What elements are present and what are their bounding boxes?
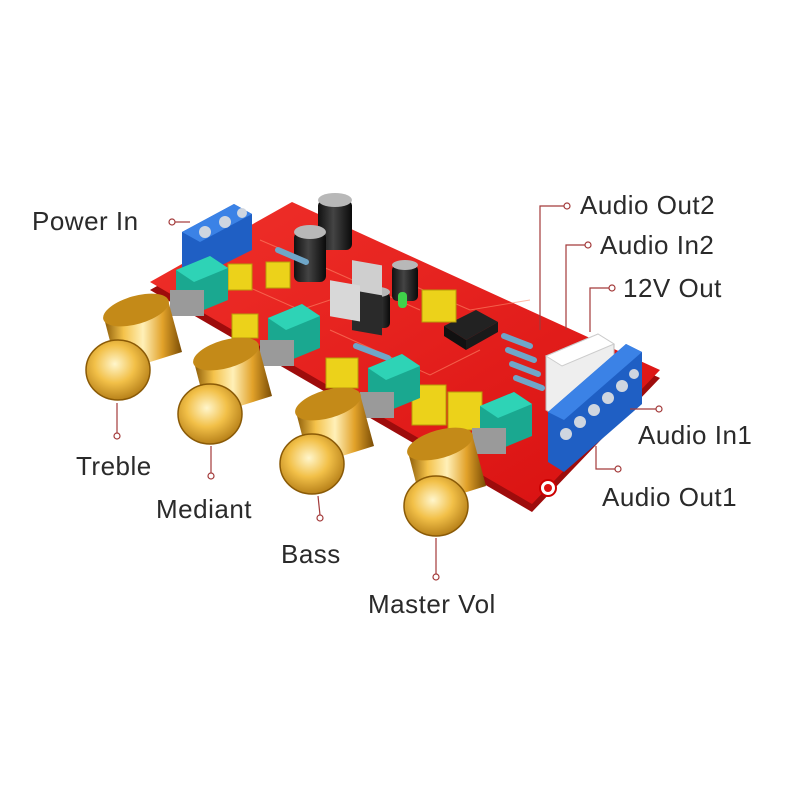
resistors bbox=[275, 247, 545, 391]
callout-audio-in1 bbox=[630, 405, 663, 413]
callout-lines bbox=[113, 202, 663, 581]
callout-audio-out2 bbox=[539, 202, 571, 330]
led bbox=[398, 292, 407, 308]
knob-mediant bbox=[177, 337, 272, 445]
knob-master-vol bbox=[403, 427, 486, 537]
audio-terminal-block bbox=[548, 344, 642, 472]
callout-audio-in2 bbox=[565, 241, 592, 330]
electrolytic-capacitors bbox=[294, 193, 418, 328]
potentiometer-bass bbox=[360, 354, 420, 418]
potentiometer-mediant bbox=[260, 304, 320, 366]
callout-audio-out1 bbox=[595, 446, 622, 473]
potentiometer-treble bbox=[170, 256, 228, 316]
callout-treble bbox=[113, 403, 121, 440]
label-audio-in1: Audio In1 bbox=[638, 420, 753, 450]
callout-power-in bbox=[168, 218, 190, 226]
label-mediant: Mediant bbox=[156, 494, 252, 524]
label-power-in: Power In bbox=[32, 206, 139, 236]
callout-mediant bbox=[207, 446, 215, 480]
label-treble: Treble bbox=[76, 451, 152, 481]
knob-treble bbox=[85, 293, 182, 401]
label-audio-out1: Audio Out1 bbox=[602, 482, 738, 512]
label-12v-out: 12V Out bbox=[623, 273, 722, 303]
film-capacitors bbox=[227, 261, 483, 431]
op-amp-ic bbox=[444, 310, 498, 350]
label-audio-out2: Audio Out2 bbox=[580, 190, 716, 220]
potentiometers bbox=[170, 256, 532, 454]
knob-bass bbox=[279, 387, 374, 495]
callout-12v-out bbox=[589, 284, 616, 332]
callout-master-vol bbox=[432, 538, 440, 581]
potentiometer-master-vol bbox=[472, 392, 532, 454]
voltage-regulators bbox=[330, 260, 382, 336]
callout-bass bbox=[316, 495, 324, 522]
label-audio-in2: Audio In2 bbox=[600, 230, 715, 260]
label-bass: Bass bbox=[281, 539, 341, 569]
label-master-vol: Master Vol bbox=[368, 589, 496, 619]
power-terminal-block bbox=[182, 204, 252, 276]
